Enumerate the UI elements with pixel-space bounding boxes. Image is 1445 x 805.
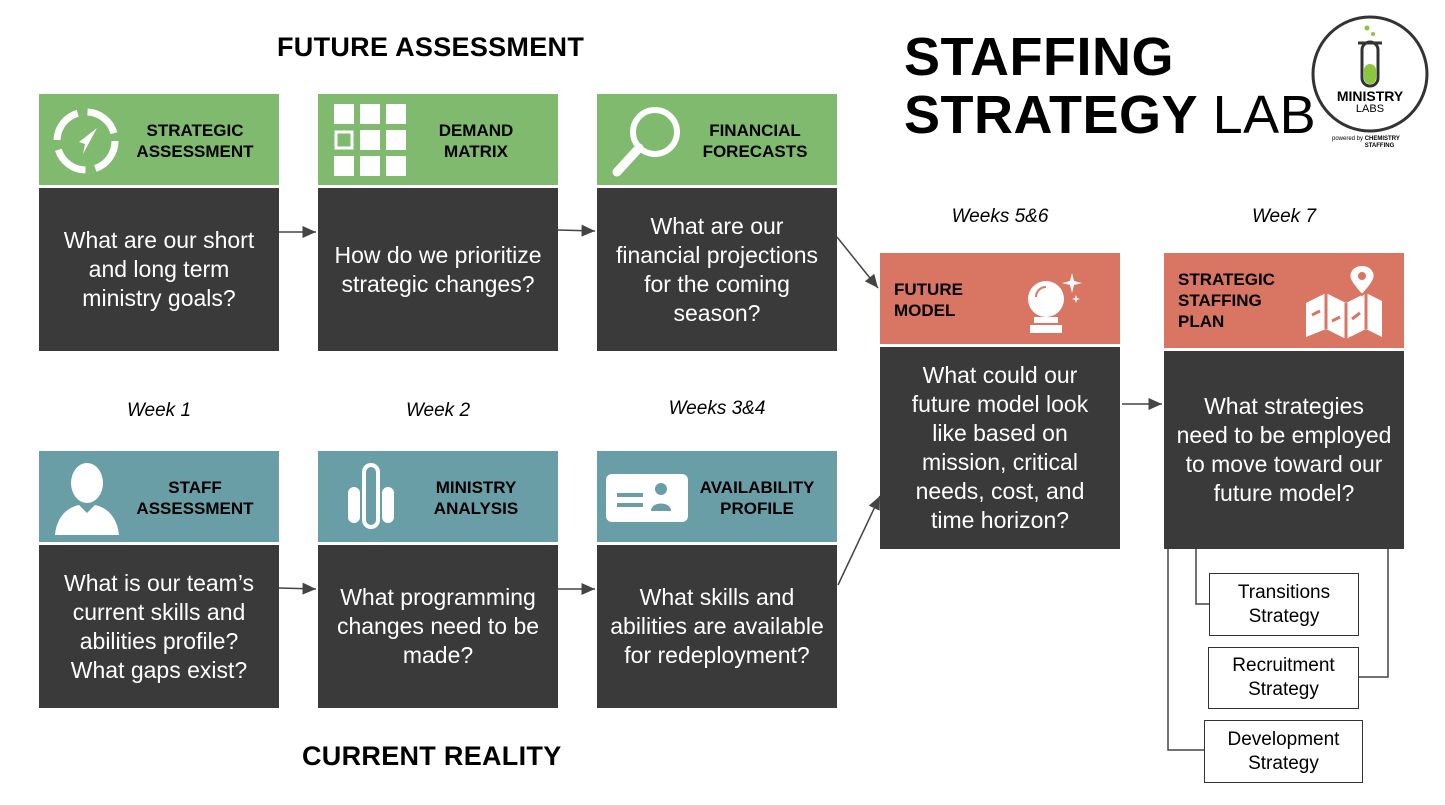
availability-profile-label: AVAILABILITY PROFILE [699,478,815,518]
future-assessment-heading: FUTURE ASSESSMENT [277,32,585,62]
week-34-label: Weeks 3&4 [668,398,766,419]
person-icon [55,463,119,535]
flask-icon [1311,15,1429,133]
future-model-header: FUTURE MODEL [880,253,1120,344]
connector-development [1167,548,1204,751]
strategic-assessment-header: STRATEGIC ASSESSMENT [39,94,279,185]
demand-matrix-header: DEMAND MATRIX [318,94,558,185]
arrow-staff-to-ministry [278,582,317,595]
title-bold-word: STRATEGY [904,85,1198,145]
title-light-word: LAB [1212,85,1317,145]
availability-profile-question: What skills and abilities are available … [597,545,837,708]
connector-recruitment [1358,548,1389,678]
recruitment-strategy-box: Recruitment Strategy [1208,647,1359,709]
connector-transitions [1195,548,1210,605]
strategic-assessment-label: STRATEGIC ASSESSMENT [136,121,254,161]
title-line-1: STAFFING [904,27,1174,87]
title-line-2: STRATEGY LAB [904,86,1316,144]
week-2-label: Week 2 [405,400,471,421]
ministry-analysis-card: MINISTRY ANALYSIS What programming chang… [318,451,558,708]
map-pin-icon [1306,263,1382,339]
logo-powered-by: powered by CHEMISTRY STAFFING [1332,136,1432,150]
week-1-label: Week 1 [126,400,192,421]
compass-icon [53,108,119,174]
strategic-staffing-plan-label: STRATEGIC STAFFING PLAN [1178,270,1275,331]
paperclip-icon [348,463,394,529]
future-model-card: FUTURE MODEL What could our future model… [880,253,1120,549]
logo-brand-2: STAFFING [1364,143,1395,149]
week-7-label: Week 7 [1251,206,1317,227]
arrow-demand-to-financial [557,224,596,237]
logo-powered: powered by [1332,136,1364,142]
ministry-analysis-question: What programming changes need to be made… [318,545,558,708]
ministry-analysis-label: MINISTRY ANALYSIS [433,478,519,518]
future-model-question: What could our future model look like ba… [880,347,1120,549]
staff-assessment-label: STAFF ASSESSMENT [136,478,254,518]
financial-forecasts-question: What are our financial projections for t… [597,188,837,351]
strategic-assessment-question: What are our short and long term ministr… [39,188,279,351]
magnifier-icon [612,107,680,177]
strategic-staffing-plan-header: STRATEGIC STAFFING PLAN [1164,253,1404,348]
demand-matrix-card: DEMAND MATRIX How do we prioritize strat… [318,94,558,351]
financial-forecasts-header: FINANCIAL FORECASTS [597,94,837,185]
arrow-availability-to-future [837,495,881,586]
staff-assessment-card: STAFF ASSESSMENT What is our team’s curr… [39,451,279,708]
financial-forecasts-card: FINANCIAL FORECASTS What are our financi… [597,94,837,351]
staff-assessment-question: What is our team’s current skills and ab… [39,545,279,708]
logo-brand-1: CHEMISTRY [1364,136,1400,142]
current-reality-heading: CURRENT REALITY [302,741,562,771]
week-56-label: Weeks 5&6 [951,206,1049,227]
demand-matrix-label: DEMAND MATRIX [438,121,514,161]
id-card-icon [606,474,688,522]
demand-matrix-question: How do we prioritize strategic changes? [318,188,558,351]
future-model-label: FUTURE MODEL [894,280,963,320]
transitions-strategy-box: Transitions Strategy [1209,573,1359,636]
strategic-staffing-plan-card: STRATEGIC STAFFING PLAN What strategies … [1164,253,1404,549]
financial-forecasts-label: FINANCIAL FORECASTS [702,121,808,161]
availability-profile-card: AVAILABILITY PROFILE What skills and abi… [597,451,837,708]
strategic-staffing-plan-question: What strategies need to be employed to m… [1164,351,1404,549]
ministry-labs-logo: MINISTRY LABS powered by CHEMISTRY STAFF… [1310,14,1430,150]
staff-assessment-header: STAFF ASSESSMENT [39,451,279,542]
arrow-financial-to-future [836,236,879,289]
logo-name-line-2: LABS [1355,103,1385,115]
page-title: STAFFING STRATEGY LAB [904,28,1316,144]
development-strategy-box: Development Strategy [1204,720,1363,783]
grid-icon [334,104,406,176]
crystal-ball-icon [1028,273,1082,333]
strategic-assessment-card: STRATEGIC ASSESSMENT What are our short … [39,94,279,351]
logo-name-line-1: MINISTRY [1336,88,1404,104]
ministry-analysis-header: MINISTRY ANALYSIS [318,451,558,542]
availability-profile-header: AVAILABILITY PROFILE [597,451,837,542]
